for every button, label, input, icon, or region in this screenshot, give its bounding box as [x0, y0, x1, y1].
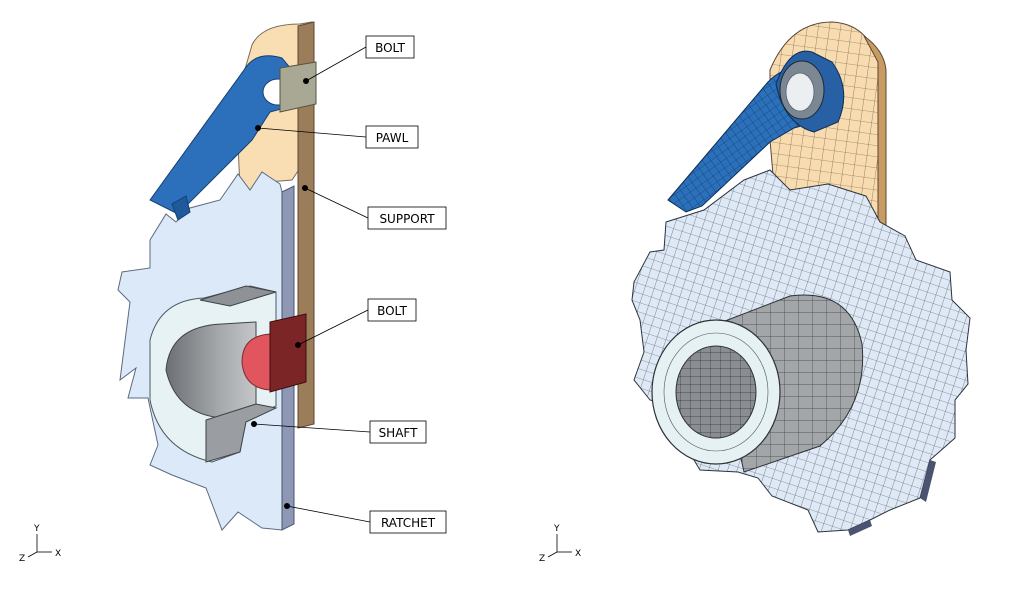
meshed-assembly-view — [631, 21, 971, 536]
bolt-red-body — [269, 313, 307, 393]
axis-triad-left: Y X Z — [19, 524, 61, 564]
shaft-bottom-face — [205, 403, 278, 463]
pawl-tip — [171, 195, 191, 221]
ratchet-teeth-edge-2 — [920, 460, 936, 502]
shaft-bore-mesh — [675, 345, 757, 439]
callout-shaft: SHAFT — [251, 420, 427, 444]
shaft-top-face — [199, 285, 277, 307]
triad-right-z: Z — [539, 554, 545, 564]
triad-left-x: X — [55, 549, 61, 559]
label-bolt-top: BOLT — [375, 41, 406, 55]
label-bolt-mid: BOLT — [377, 304, 408, 318]
callout-support: SUPPORT — [302, 185, 447, 230]
pawl-arm — [149, 55, 293, 215]
callouts: BOLT PAWL SUPPORT BOLT SHAFT — [251, 35, 447, 534]
triad-right-x: X — [575, 549, 581, 559]
callout-bolt-mid: BOLT — [295, 298, 417, 348]
triad-left-z: Z — [19, 554, 25, 564]
label-ratchet: RATCHET — [381, 516, 436, 530]
bolt-face-mesh — [785, 72, 815, 112]
bolt-grey — [279, 61, 317, 113]
callout-ratchet: RATCHET — [284, 503, 447, 534]
label-shaft: SHAFT — [379, 426, 419, 440]
callout-bolt-top: BOLT — [303, 35, 415, 84]
shaft-end-ring — [663, 332, 769, 452]
triad-left-y: Y — [33, 524, 40, 534]
label-support: SUPPORT — [379, 212, 435, 226]
triad-right-y: Y — [553, 524, 560, 534]
callout-pawl: PAWL — [255, 125, 419, 149]
sectioned-assembly-view — [117, 21, 317, 531]
bolt-red-head — [241, 333, 271, 391]
label-pawl: PAWL — [376, 131, 409, 145]
axis-triad-right: Y X Z — [539, 524, 581, 564]
ratchet-teeth-edge — [848, 520, 872, 536]
